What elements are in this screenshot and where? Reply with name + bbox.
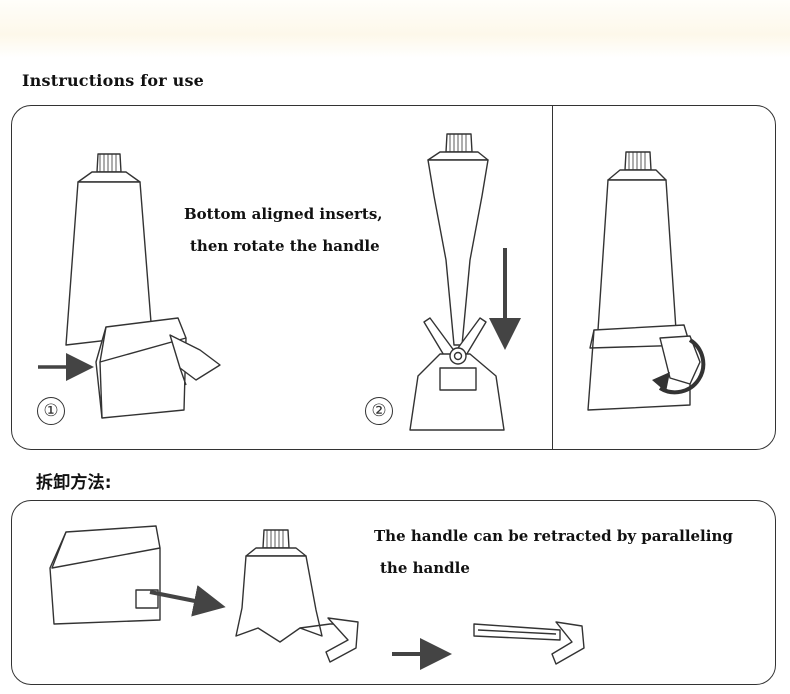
removal-squeezer-illustration xyxy=(49,525,161,625)
step2-illustration xyxy=(409,133,505,431)
top-banner-fade xyxy=(0,0,790,58)
tube-body-icon xyxy=(65,181,153,346)
usage-panel xyxy=(11,105,776,450)
arrow-right-icon xyxy=(149,585,226,617)
removal-handle-illustration xyxy=(473,621,585,665)
removal-tube-illustration xyxy=(235,529,359,663)
instructions-heading: Instructions for use xyxy=(22,71,205,90)
removal-heading: 拆卸方法: xyxy=(36,473,112,493)
step3-illustration xyxy=(587,151,701,411)
squeezer-icon xyxy=(95,317,187,419)
step-2-marker: ② xyxy=(365,397,393,425)
retract-caption-line2: the handle xyxy=(380,559,470,577)
retract-caption: The handle can be retracted by paralleli… xyxy=(374,520,733,584)
panel-divider xyxy=(552,106,554,449)
insert-caption-line1: Bottom aligned inserts, xyxy=(184,205,383,223)
step-1-marker: ① xyxy=(37,397,65,425)
removal-panel xyxy=(11,500,776,685)
retract-caption-line1: The handle can be retracted by paralleli… xyxy=(374,527,733,545)
insert-caption-line2: then rotate the handle xyxy=(190,237,380,255)
tube-cap-icon xyxy=(96,153,122,173)
rotate-arrow-icon xyxy=(658,338,706,395)
insert-caption: Bottom aligned inserts, then rotate the … xyxy=(184,198,383,262)
step1-illustration xyxy=(65,153,221,419)
